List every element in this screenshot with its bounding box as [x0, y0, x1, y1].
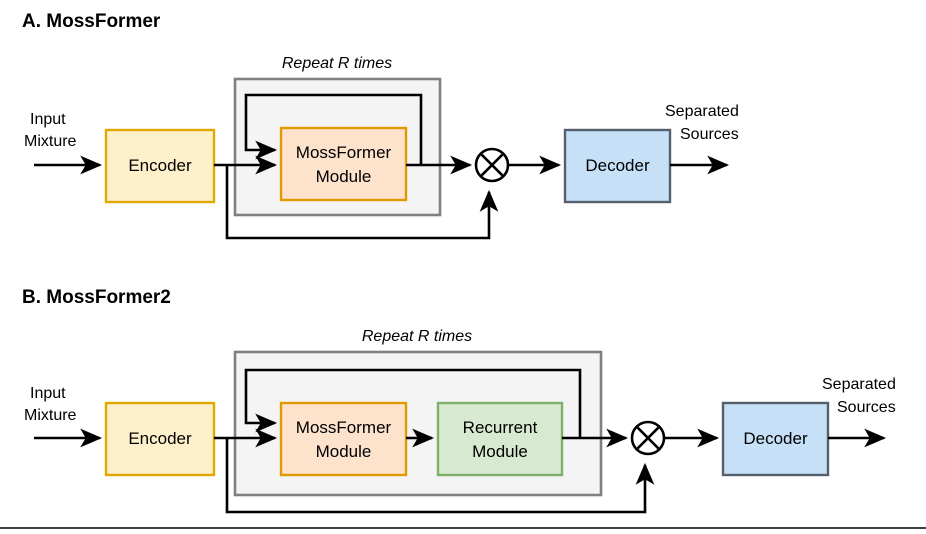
panel-a-title: A. MossFormer: [22, 11, 161, 32]
panel-a-mossformer-module-label-line2: Module: [316, 167, 372, 186]
panel-b-title: B. MossFormer2: [22, 287, 171, 308]
panel-b-recurrent-module-label-line2: Module: [472, 442, 528, 461]
panel-b-skip-connection: [225, 438, 655, 514]
panel-a-encoder-box[interactable]: [104, 128, 216, 204]
panel-b-input-label-line2: Mixture: [24, 407, 77, 424]
panel-a-recurrence-loop: [244, 93, 423, 165]
panel-a-multiply-x-icon: [480, 153, 504, 177]
panel-a-output-label-line1: Separated: [665, 103, 739, 120]
panel-a-skip-connection: [225, 165, 499, 240]
panel-b-decoder-box[interactable]: [721, 401, 830, 477]
panel-b-input-label-line1: Input: [30, 385, 66, 402]
panel-a-mossformer-module-label-line1: MossFormer: [296, 143, 392, 162]
panel-b: B. MossFormer2 Repeat R times Input Mixt…: [22, 287, 896, 514]
panel-a-encoder-label: Encoder: [128, 156, 192, 175]
panel-b-recurrent-module-label-line1: Recurrent: [463, 418, 538, 437]
panel-a-input-label-line2: Mixture: [24, 133, 77, 150]
panel-b-output-label-line1: Separated: [822, 376, 896, 393]
panel-a-decoder-label: Decoder: [585, 156, 650, 175]
panel-b-encoder-box[interactable]: [104, 401, 216, 477]
panel-a-repeat-label: Repeat R times: [282, 55, 392, 72]
panel-b-mossformer-module-label-line1: MossFormer: [296, 418, 392, 437]
panel-a: A. MossFormer Repeat R times Input Mixtu…: [22, 11, 739, 240]
panel-b-decoder-label: Decoder: [743, 429, 808, 448]
panel-b-recurrent-module-box[interactable]: [436, 401, 564, 477]
panel-b-recurrence-loop: [244, 368, 582, 438]
panel-b-mossformer-module-box[interactable]: [279, 401, 408, 477]
panel-b-mossformer-module-label-line2: Module: [316, 442, 372, 461]
panel-a-output-label-line2: Sources: [680, 126, 739, 143]
panel-b-output-label-line2: Sources: [837, 399, 896, 416]
panel-b-encoder-label: Encoder: [128, 429, 192, 448]
panel-b-multiply-x-icon: [636, 426, 660, 450]
panel-a-input-label-line1: Input: [30, 111, 66, 128]
panel-a-mossformer-module-box[interactable]: [279, 126, 408, 202]
panel-b-repeat-label: Repeat R times: [362, 328, 472, 345]
